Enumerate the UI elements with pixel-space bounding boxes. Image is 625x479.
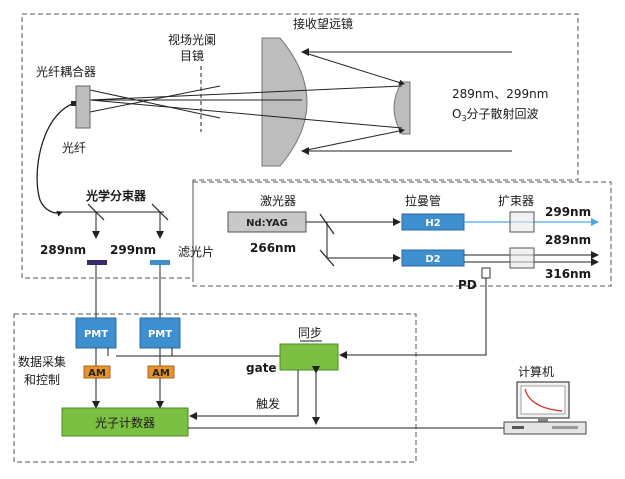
pmt-289-label: PMT [84, 329, 108, 340]
trigger-label: 触发 [256, 396, 280, 411]
daq-label-1: 数据采集 [18, 354, 66, 369]
telescope-label: 接收望远镜 [293, 16, 353, 31]
filter-289 [87, 260, 107, 265]
am-299-label: AM [152, 368, 170, 379]
beam-splitter-label: 光学分束器 [85, 188, 147, 203]
cell-d2-label: D2 [425, 254, 440, 265]
am-289-label: AM [88, 368, 106, 379]
pmt-299-box [139, 317, 181, 349]
transmitter-enclosure [192, 181, 612, 287]
laser-label: 激光器 [260, 194, 296, 208]
pd-to-sync-line [339, 278, 487, 359]
fiber-label: 光纤 [62, 141, 86, 155]
field-stop-label-1: 视场光阑 [168, 32, 216, 47]
telescope-secondary-mirror [393, 81, 411, 135]
computer-base [503, 421, 587, 435]
screen-decay-curve [524, 388, 563, 412]
fiber-coupler-block [75, 85, 91, 129]
reflect-ray-2 [301, 128, 405, 152]
daq-enclosure [13, 313, 417, 463]
computer-drive-slot-2 [552, 426, 578, 429]
receiver-enclosure [21, 13, 579, 279]
gate-label: gate [246, 361, 277, 375]
output-299-label: 299nm [545, 205, 591, 219]
daq-label-2: 和控制 [24, 373, 60, 387]
filter-299 [150, 260, 170, 265]
converge-ray-4 [89, 85, 221, 113]
photon-counter-box [61, 407, 189, 437]
converge-ray-5 [89, 89, 221, 119]
pd-label: PD [458, 278, 477, 292]
output-289-label: 289nm [545, 233, 591, 247]
wavelength-299-label: 299nm [110, 243, 156, 257]
fiber-coupler-tip [71, 101, 76, 106]
am-299-box [147, 365, 175, 379]
photon-counter-label: 光子计数器 [95, 415, 155, 430]
computer-drive-slot [512, 426, 524, 429]
pmt-299-label: PMT [148, 329, 172, 340]
computer-stand [538, 418, 548, 422]
converge-ray-1 [89, 85, 403, 101]
laser-wavelength-label: 266nm [250, 241, 296, 255]
laser-model-label: Nd:YAG [246, 218, 288, 229]
raman-cell-d2 [401, 249, 465, 267]
echo-label-1: 289nm、299nm [452, 87, 548, 101]
converge-ray-2 [89, 99, 403, 129]
sync-label: 同步 [298, 326, 322, 340]
cell-h2-label: H2 [425, 218, 440, 229]
wavelength-289-label: 289nm [40, 243, 86, 257]
output-316-label: 316nm [545, 267, 591, 281]
sync-trigger-line [189, 370, 299, 420]
photodiode [481, 267, 491, 279]
fiber-coupler-label: 光纤耦合器 [36, 64, 96, 79]
raman-tube-label: 拉曼管 [405, 193, 441, 208]
expander-1 [509, 211, 535, 233]
echo-label-2: O3分子散射回波 [452, 106, 539, 123]
computer-screen [520, 385, 566, 415]
computer-label: 计算机 [518, 364, 554, 379]
reflect-ray-1 [301, 51, 405, 86]
am-289-box [83, 365, 111, 379]
field-stop-label-2: 目镜 [180, 48, 204, 63]
expander-2 [509, 247, 535, 269]
expander-label: 扩束器 [498, 194, 534, 208]
telescope-primary-mirror [261, 37, 308, 167]
pmt-289-box [75, 317, 117, 349]
sync-box [279, 343, 339, 371]
filter-label: 滤光片 [178, 245, 214, 259]
fiber-cable [36, 103, 73, 217]
